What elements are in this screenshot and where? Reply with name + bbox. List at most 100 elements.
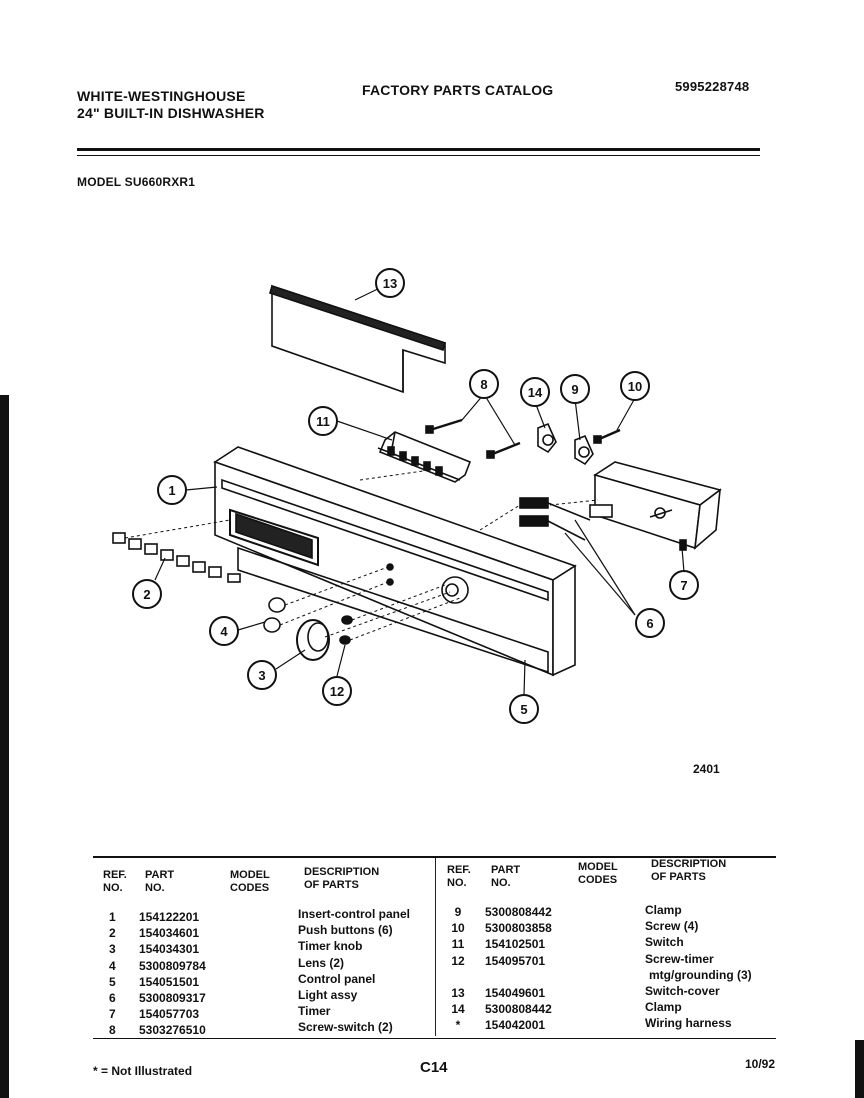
callout-8 (469, 369, 499, 399)
callout-label: 12 (330, 684, 344, 699)
table-cell-description: Wiring harness (645, 1016, 732, 1031)
part-column-right: 5300808442 5300803858 154102501 15409570… (485, 904, 552, 1034)
part-control-panel (213, 446, 577, 677)
callout-4 (209, 616, 239, 646)
part-screws-timer (339, 615, 353, 645)
table-cell-description: Clamp (645, 903, 682, 917)
table-cell-ref: 14 (451, 1002, 465, 1017)
table-cell-part: 154034601 (139, 926, 200, 941)
table-cell-ref (445, 969, 471, 985)
header-rule (77, 148, 760, 151)
callout-12 (322, 676, 352, 706)
table-cell-part: 154122201 (139, 910, 200, 924)
figure-number: 2401 (693, 762, 720, 776)
callout-circles (132, 268, 699, 724)
part-switch-block (377, 431, 472, 483)
table-bottom-rule (93, 1038, 776, 1039)
callout-label: 7 (680, 578, 687, 593)
callout-3 (247, 660, 277, 690)
table-cell-ref: * (455, 1018, 461, 1033)
model-number: MODEL SU660RXR1 (77, 175, 196, 189)
part-lights (519, 497, 591, 541)
table-top-rule (93, 856, 776, 858)
callout-11 (308, 406, 338, 436)
table-cell-description: Push buttons (6) (298, 923, 393, 938)
table-cell-part (485, 969, 552, 985)
header-model-codes-right: MODEL CODES (578, 861, 618, 886)
table-cell-part: 154095701 (485, 953, 546, 968)
table-cell-ref: 12 (451, 953, 465, 968)
callout-1 (157, 475, 187, 505)
header-description-right: DESCRIPTION OF PARTS (651, 858, 727, 883)
callout-label: 9 (571, 382, 578, 397)
table-cell-ref: 9 (454, 905, 462, 919)
table-cell-ref: 11 (451, 937, 465, 952)
callout-2 (132, 579, 162, 609)
table-cell-description: Screw-timer (645, 951, 714, 966)
table-cell-ref: 3 (109, 942, 116, 957)
table-cell-ref: 10 (451, 921, 465, 936)
leader-lines (154, 282, 685, 696)
description-column-left: Insert-control panel Push buttons (6) Ti… (298, 906, 410, 1036)
part-column-left: 154122201 154034601 154034301 5300809784… (139, 909, 206, 1039)
part-clamps (537, 422, 594, 466)
callout-label: 1 (168, 483, 175, 498)
table-cell-part: 5300803858 (485, 921, 552, 936)
callout-label: 8 (480, 377, 487, 392)
table-cell-ref: 13 (451, 986, 465, 1000)
header-rule-thin (77, 155, 760, 156)
product-name: 24" BUILT-IN DISHWASHER (77, 105, 265, 121)
callout-label: 14 (528, 385, 543, 400)
table-cell-part: 5300809784 (139, 958, 206, 973)
callout-13 (375, 268, 405, 298)
exploded-parts-diagram: 13 8 14 9 10 11 1 2 4 3 12 5 6 7 2401 (112, 268, 722, 776)
table-cell-ref: 8 (109, 1023, 116, 1038)
ref-column-left: 1 2 3 4 5 6 7 8 (109, 909, 116, 1039)
table-cell-ref: 6 (109, 991, 116, 1006)
callout-label: 4 (220, 624, 228, 639)
table-cell-description: Lens (2) (298, 955, 345, 970)
table-cell-part: 5300808442 (485, 1002, 552, 1017)
page-number: C14 (420, 1059, 448, 1076)
table-cell-part: 154042001 (485, 1018, 546, 1033)
table-cell-description: Clamp (645, 1000, 682, 1015)
table-cell-description: Screw-switch (2) (298, 1020, 393, 1035)
table-cell-part: 154057703 (139, 1007, 200, 1022)
callout-label: 6 (646, 616, 653, 631)
part-timer (589, 461, 722, 551)
table-cell-part: 5300809317 (139, 991, 206, 1006)
revision-date: 10/92 (745, 1057, 776, 1071)
table-cell-description: mtg/grounding (3) (649, 967, 752, 982)
table-cell-ref: 1 (109, 910, 116, 924)
table-column-divider (435, 858, 436, 1036)
callout-label: 10 (628, 379, 642, 394)
callout-label: 2 (143, 587, 150, 602)
table-cell-description: Control panel (298, 971, 376, 986)
part-timer-knob (296, 619, 330, 661)
callout-7 (669, 570, 699, 600)
callout-label: 13 (383, 276, 397, 291)
table-cell-part: 154102501 (485, 937, 546, 952)
not-illustrated-note: * = Not Illustrated (93, 1064, 193, 1078)
part-switch-cover (269, 284, 446, 394)
brand-name: WHITE-WESTINGHOUSE (77, 88, 246, 104)
table-cell-description: Insert-control panel (298, 907, 411, 921)
header-ref-no: REF. NO. (103, 869, 127, 894)
table-cell-description: Switch (645, 935, 684, 950)
header-part-no: PART NO. (145, 869, 175, 894)
table-cell-ref: 2 (109, 926, 116, 941)
table-cell-description: Switch-cover (645, 984, 720, 999)
table-cell-description: Screw (4) (645, 919, 699, 934)
table-cell-part: 154034301 (139, 942, 200, 957)
scan-edge-left (0, 395, 9, 1098)
table-cell-part: 154049601 (485, 986, 546, 1000)
part-lenses (263, 597, 286, 633)
part-push-buttons (112, 532, 241, 583)
table-cell-ref: 7 (109, 1007, 116, 1022)
header-model-codes: MODEL CODES (230, 869, 270, 894)
table-cell-ref: 4 (109, 958, 116, 973)
table-cell-description: Timer knob (298, 939, 363, 954)
header-description: DESCRIPTION OF PARTS (304, 866, 380, 891)
assembly-lines (124, 469, 599, 641)
table-cell-ref: 5 (109, 974, 116, 989)
